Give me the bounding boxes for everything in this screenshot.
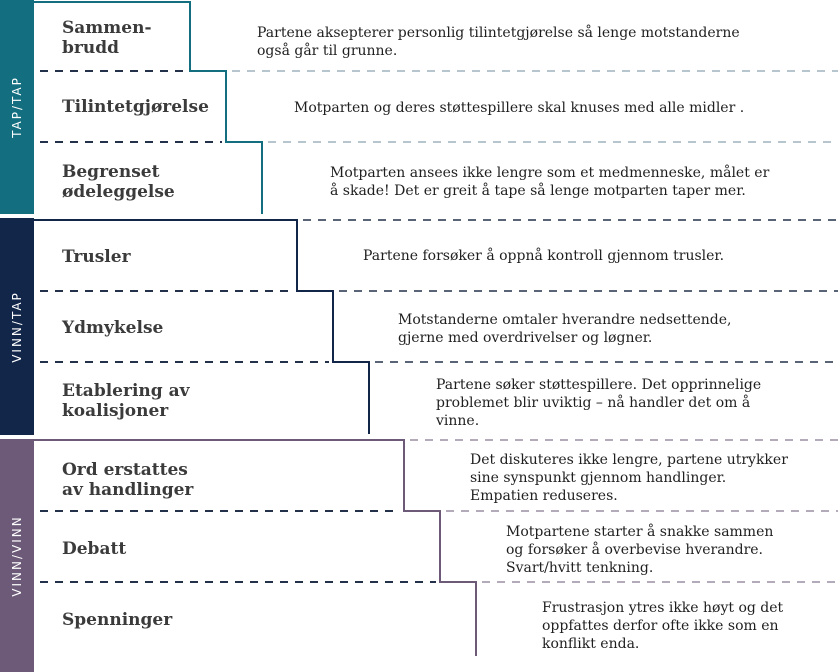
stage-label-debatt: Debatt (62, 539, 127, 559)
band-vinn-tap: VINN/TAP (0, 218, 34, 435)
stage-label-sammenbrudd: Sammen- brudd (62, 18, 152, 58)
stage-description-trusler: Partene forsøker å oppnå kontroll gjenno… (363, 248, 725, 264)
stage-description-begrenset-odeleggelse: Motparten ansees ikke lengre som et medm… (330, 165, 770, 199)
stage-description-debatt: Motpartene starter å snakke sammen og fo… (506, 524, 774, 576)
staircase-vinn-tap (34, 219, 370, 434)
staircase-vinn-vinn (34, 439, 477, 656)
stage-label-spenninger: Spenninger (62, 610, 173, 630)
band-vinn-vinn: VINN/VINN (0, 439, 34, 672)
stage-description-tilintetgjorelse: Motparten og deres støttespillere skal k… (294, 100, 745, 116)
stage-label-etablering-av-koalisjoner: Etablering av koalisjoner (62, 381, 190, 421)
stage-label-ord-erstattes: Ord erstattes av handlinger (62, 460, 194, 500)
stage-label-ydmykelse: Ydmykelse (62, 318, 164, 338)
staircase-tap-tap (34, 1, 263, 214)
stage-label-tilintetgjorelse: Tilintetgjørelse (62, 97, 209, 117)
stage-label-trusler: Trusler (62, 247, 131, 267)
stage-description-sammenbrudd: Partene aksepterer personlig tilintetgjø… (257, 25, 740, 59)
stage-label-begrenset-odeleggelse: Begrenset ødeleggelse (62, 162, 175, 202)
band-tap-tap: TAP/TAP (0, 0, 34, 214)
stage-description-etablering-av-koalisjoner: Partene søker støttespillere. Det opprin… (436, 377, 762, 429)
stage-description-ord-erstattes: Det diskuteres ikke lengre, partene utry… (470, 452, 788, 504)
stage-description-ydmykelse: Motstanderne omtaler hverandre nedsetten… (398, 312, 732, 346)
stage-description-spenninger: Frustrasjon ytres ikke høyt og det oppfa… (542, 600, 784, 652)
